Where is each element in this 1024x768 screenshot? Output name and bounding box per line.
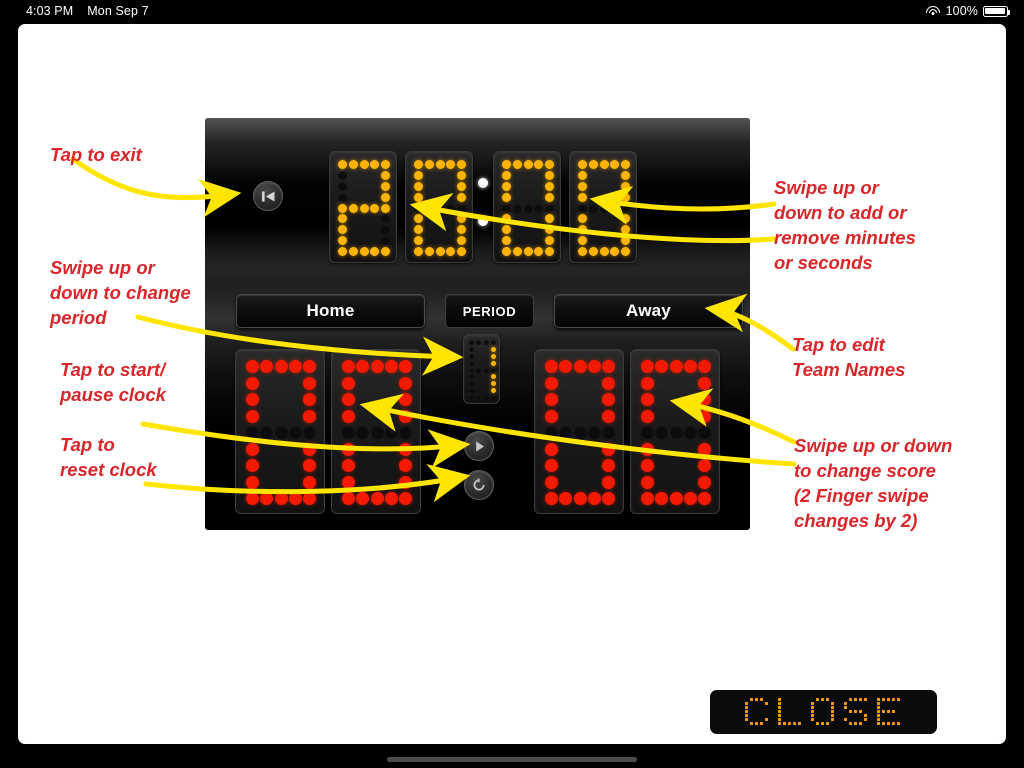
led-grid: [236, 350, 324, 513]
close-label-char: [876, 698, 903, 726]
status-bar: 4:03 PM Mon Sep 7 100%: [0, 0, 1024, 22]
home-team-name-button[interactable]: Home: [236, 294, 425, 328]
annotation-reset: Tap to reset clock: [60, 434, 157, 480]
annotation-period: Swipe up or down to change period: [50, 257, 191, 328]
annotation-teamnames: Tap to edit Team Names: [792, 334, 906, 380]
status-bar-left: 4:03 PM Mon Sep 7: [26, 4, 149, 18]
annotation-score: Swipe up or down to change score (2 Fing…: [794, 435, 953, 531]
led-grid: [570, 152, 636, 262]
away-score-ones-digit[interactable]: [630, 349, 720, 514]
away-team-name-button[interactable]: Away: [554, 294, 743, 328]
status-time: 4:03 PM: [26, 4, 74, 18]
battery-icon: [983, 5, 1011, 17]
led-grid: [535, 350, 623, 513]
annotation-exit: Tap to exit: [50, 144, 142, 165]
wifi-icon: [926, 5, 941, 17]
close-label-char: [744, 698, 771, 726]
away-score-tens-digit[interactable]: [534, 349, 624, 514]
clock-seconds-ones-digit[interactable]: [569, 151, 637, 263]
annotation-clock: Swipe up or down to add or remove minute…: [774, 177, 916, 273]
panel-gloss-lower: [205, 236, 750, 296]
skip-back-icon: [261, 191, 274, 201]
exit-button[interactable]: [253, 181, 283, 211]
battery-percent: 100%: [945, 4, 978, 18]
home-indicator: [387, 757, 637, 762]
close-button[interactable]: [710, 690, 937, 734]
clock-minutes-tens-digit[interactable]: [329, 151, 397, 263]
clock-minutes-ones-digit[interactable]: [405, 151, 473, 263]
led-grid: [631, 350, 719, 513]
led-grid: [330, 152, 396, 262]
scoreboard-panel: Home PERIOD Away: [205, 118, 750, 530]
start-pause-button[interactable]: [464, 431, 494, 461]
close-label-char: [777, 698, 804, 726]
led-grid: [332, 350, 420, 513]
period-label: PERIOD: [445, 294, 534, 328]
close-label-char: [810, 698, 837, 726]
home-score-tens-digit[interactable]: [235, 349, 325, 514]
play-icon: [475, 441, 484, 451]
reset-counterclockwise-icon: [473, 478, 485, 491]
close-label-char: [843, 698, 870, 726]
clock-colon-dot-bottom: [478, 216, 488, 226]
led-grid: [464, 335, 499, 403]
led-grid: [494, 152, 560, 262]
clock-seconds-tens-digit[interactable]: [493, 151, 561, 263]
status-bar-right: 100%: [926, 4, 1011, 18]
reset-clock-button[interactable]: [464, 470, 494, 500]
help-overlay-sheet: Home PERIOD Away: [18, 24, 1006, 744]
status-date: Mon Sep 7: [87, 4, 149, 18]
led-grid: [406, 152, 472, 262]
clock-colon-dot-top: [478, 178, 488, 188]
home-score-ones-digit[interactable]: [331, 349, 421, 514]
close-label: [744, 698, 903, 726]
period-digit[interactable]: [463, 334, 500, 404]
annotation-startpause: Tap to start/ pause clock: [60, 359, 166, 405]
